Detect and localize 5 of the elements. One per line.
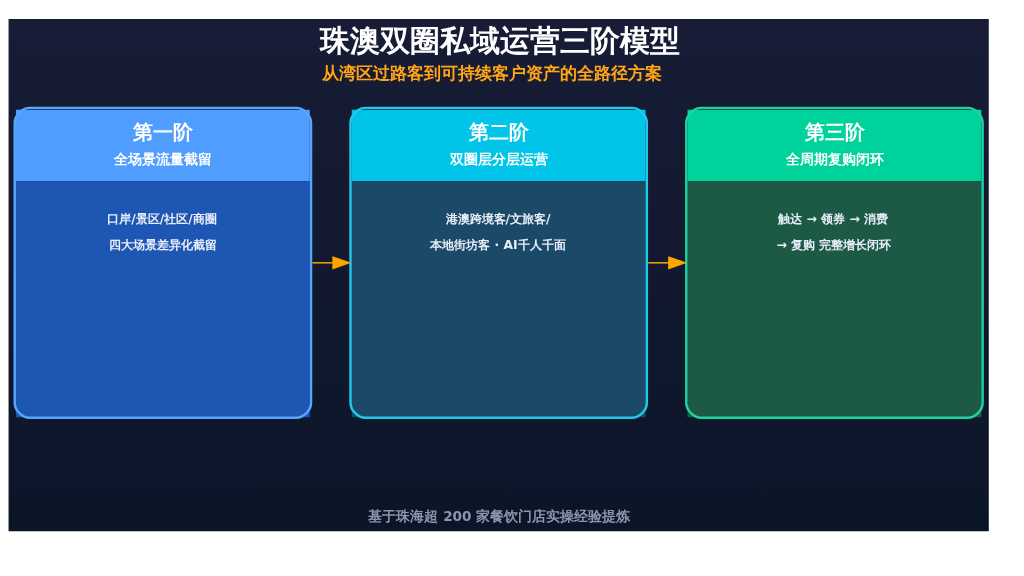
- arrow: [647, 255, 688, 269]
- arrow: [311, 255, 352, 269]
- label: 基于珠海超 200 家餐饮门店实操经验提炼: [368, 507, 631, 524]
- diagram-title: 珠澳双圈私域运营三阶模型: [320, 23, 681, 58]
- label: 从湾区过路客到可持续客户资产的全路径方案: [322, 62, 663, 82]
